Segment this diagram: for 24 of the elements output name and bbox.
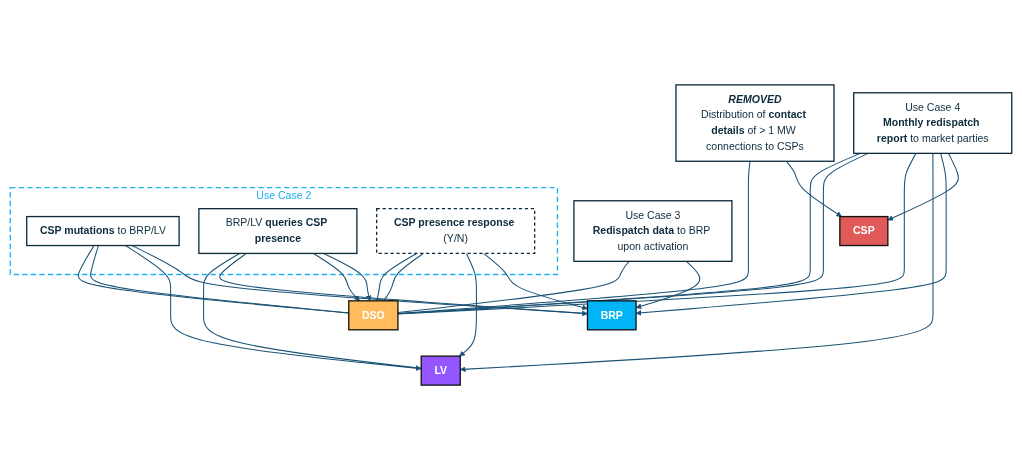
arrow [887, 152, 959, 221]
node-box: Use Case 4 Monthly redispatch report to market parties [853, 92, 1013, 154]
arrow [323, 252, 372, 302]
node-box: CSP presence response (Y/N) [375, 208, 536, 255]
node-box: CSP [839, 215, 889, 247]
connector [383, 252, 424, 302]
node-box: BRP/LV queries CSP presence [198, 208, 358, 255]
arrow [483, 252, 588, 311]
arrow [459, 252, 477, 357]
connector [203, 252, 422, 369]
arrow [312, 252, 360, 302]
connector [397, 160, 751, 315]
connector [219, 252, 588, 315]
connector [397, 260, 630, 314]
node-box: BRP [586, 300, 637, 331]
arrow [124, 245, 422, 371]
arrow [785, 160, 842, 217]
node-box: LV [420, 355, 461, 386]
arrow [459, 152, 934, 373]
node-box: REMOVED Distribution of contact details of > 1 MW connections to CSPs [675, 84, 835, 162]
node-box: DSO [348, 300, 399, 331]
node-box: Use Case 3 Redispatch data to BRP upon activation [573, 200, 733, 262]
arrow [131, 245, 588, 317]
node-box: CSP mutations to BRP/LV [26, 215, 180, 247]
